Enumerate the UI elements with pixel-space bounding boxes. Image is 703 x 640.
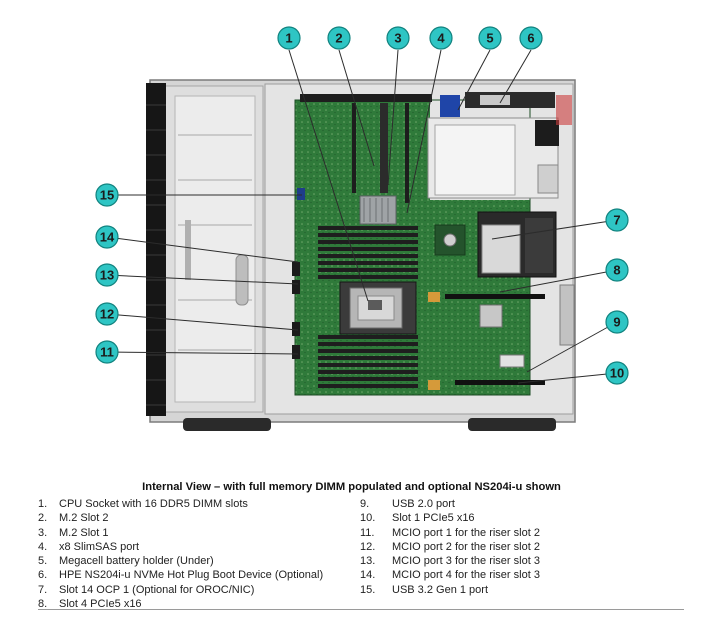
legend-text: USB 2.0 port — [392, 498, 455, 510]
callout-label: 3 — [394, 31, 401, 46]
legend-number: 7. — [38, 583, 48, 596]
legend-item: 11. MCIO port 1 for the riser slot 2 — [360, 526, 690, 540]
callout-label: 2 — [335, 31, 342, 46]
callout-label: 7 — [613, 213, 620, 228]
callout-3 — [386, 26, 410, 50]
legend-text: M.2 Slot 1 — [59, 526, 109, 539]
callout-5 — [478, 26, 502, 50]
legend-text: x8 SlimSAS port — [59, 540, 140, 553]
legend-number: 10. — [360, 512, 376, 525]
legend-number: 12. — [360, 540, 376, 553]
callout-label: 15 — [100, 188, 114, 203]
callout-15 — [95, 183, 119, 207]
legend-text: MCIO port 3 for the riser slot 3 — [392, 555, 540, 568]
legend-number: 1. — [38, 498, 48, 510]
legend-text: M.2 Slot 2 — [59, 512, 109, 525]
legend-number: 11. — [360, 526, 375, 539]
legend-item: 8. Slot 4 PCIe5 x16 — [38, 597, 368, 611]
legend-text: HPE NS204i-u NVMe Hot Plug Boot Device (… — [59, 569, 324, 582]
callout-11 — [95, 340, 119, 364]
callout-2 — [327, 26, 351, 50]
legend-number: 6. — [38, 569, 48, 582]
callout-label: 1 — [285, 31, 292, 46]
callout-label: 13 — [100, 268, 114, 283]
callout-14 — [95, 225, 119, 249]
callout-1 — [277, 26, 301, 50]
legend-text: MCIO port 2 for the riser slot 2 — [392, 540, 540, 553]
bottom-divider — [38, 609, 684, 610]
callout-13 — [95, 263, 119, 287]
legend-item: 9. USB 2.0 port — [360, 497, 690, 511]
callout-label: 12 — [100, 307, 114, 322]
legend-number: 15. — [360, 583, 376, 596]
legend-text: USB 3.2 Gen 1 port — [392, 583, 488, 596]
legend-column-right: 9. USB 2.0 port 10. Slot 1 PCIe5 x16 11. MC… — [360, 497, 690, 597]
legend-item: 6. HPE NS204i-u NVMe Hot Plug Boot Device… — [38, 568, 368, 582]
callout-label: 14 — [100, 230, 115, 245]
legend-number: 13. — [360, 555, 376, 568]
legend-text: Megacell battery holder (Under) — [59, 555, 214, 568]
motherboard — [292, 94, 545, 396]
legend-item: 13. MCIO port 3 for the riser slot 3 — [360, 554, 690, 568]
legend-item: 4. x8 SlimSAS port — [38, 540, 368, 554]
leader-lines — [106, 49, 618, 384]
legend-number: 2. — [38, 512, 48, 525]
callout-12 — [95, 302, 119, 326]
legend-number: 3. — [38, 526, 48, 539]
callout-label: 10 — [610, 366, 624, 381]
legend-text: Slot 1 PCIe5 x16 — [392, 512, 475, 525]
callout-9 — [605, 310, 629, 334]
legend-text: Slot 14 OCP 1 (Optional for OROC/NIC) — [59, 583, 255, 596]
legend-item: 2. M.2 Slot 2 — [38, 511, 368, 525]
legend-number: 14. — [360, 569, 376, 582]
callout-label: 9 — [613, 315, 620, 330]
server-internal-view-diagram: 1 2 3 4 5 6 7 8 9 10 11 12 13 14 15 — [95, 26, 629, 431]
callout-label: 8 — [613, 263, 620, 278]
legend-text: MCIO port 1 for the riser slot 2 — [392, 526, 540, 539]
legend-text: CPU Socket with 16 DDR5 DIMM slots — [59, 498, 248, 510]
callout-8 — [605, 258, 629, 282]
callout-label: 6 — [527, 31, 534, 46]
legend-item: 3. M.2 Slot 1 — [38, 526, 368, 540]
legend-item: 10. Slot 1 PCIe5 x16 — [360, 511, 690, 525]
legend-item: 7. Slot 14 OCP 1 (Optional for OROC/NIC) — [38, 583, 368, 597]
ocp-fan-area — [477, 211, 575, 346]
drive-cage — [427, 92, 572, 199]
legend-text: Slot 4 PCIe5 x16 — [59, 598, 142, 611]
callout-labels: 1 2 3 4 5 6 7 8 9 10 11 12 13 14 15 — [100, 31, 624, 381]
callout-4 — [429, 26, 453, 50]
legend-number: 4. — [38, 540, 48, 553]
figure-caption: Internal View – with full memory DIMM po… — [142, 481, 561, 493]
legend-item: 12. MCIO port 2 for the riser slot 2 — [360, 540, 690, 554]
legend-item: 14. MCIO port 4 for the riser slot 3 — [360, 568, 690, 582]
legend-number: 5. — [38, 555, 48, 568]
legend-item: 15. USB 3.2 Gen 1 port — [360, 583, 690, 597]
callouts — [95, 26, 629, 385]
legend-item: 5. Megacell battery holder (Under) — [38, 554, 368, 568]
callout-label: 4 — [437, 31, 445, 46]
callout-label: 11 — [100, 345, 114, 360]
front-bezel — [146, 83, 166, 416]
callout-6 — [519, 26, 543, 50]
callout-label: 5 — [486, 31, 493, 46]
callout-7 — [605, 208, 629, 232]
legend-item: 1. CPU Socket with 16 DDR5 DIMM slots — [38, 497, 368, 511]
legend-number: 8. — [38, 598, 48, 611]
callout-10 — [605, 361, 629, 385]
legend-text: MCIO port 4 for the riser slot 3 — [392, 569, 540, 582]
legend-column-left: 1. CPU Socket with 16 DDR5 DIMM slots 2. M… — [38, 497, 368, 611]
legend-number: 9. — [360, 498, 370, 510]
